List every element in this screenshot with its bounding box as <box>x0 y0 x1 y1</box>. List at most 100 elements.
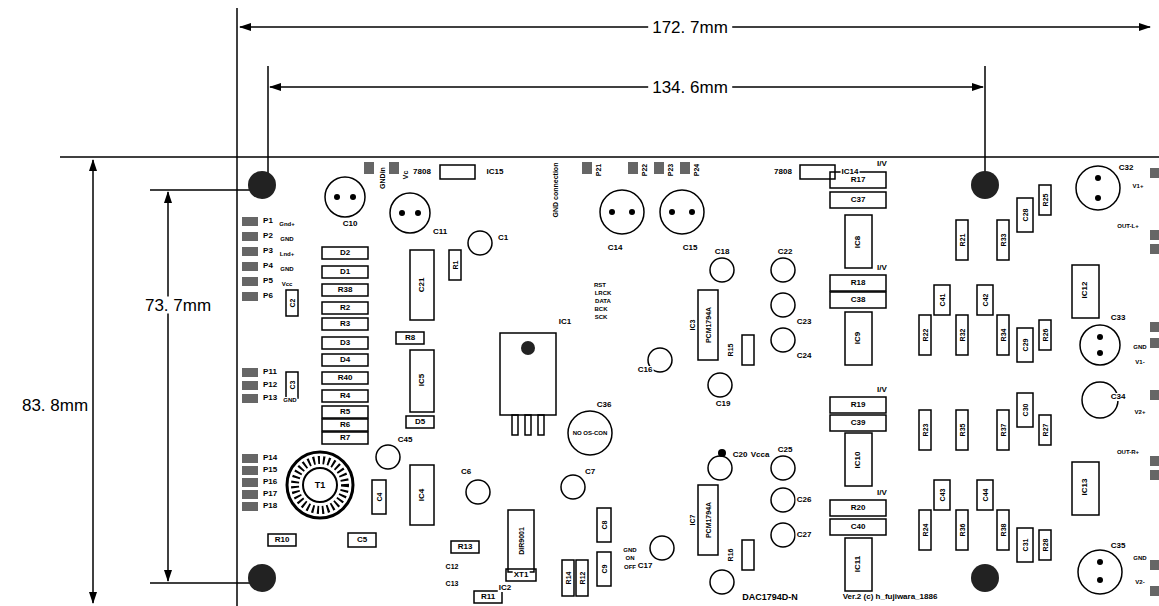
part-label: GND <box>282 397 297 403</box>
part-label: R36 <box>959 523 966 538</box>
part-label: C20 <box>732 451 749 459</box>
part-label: IC14 <box>841 168 860 176</box>
part-label: C26 <box>796 496 813 504</box>
part-label: GND connection <box>552 162 559 219</box>
part-label: OFF <box>623 564 637 570</box>
part-label: P22 <box>641 163 648 177</box>
part-label: R22 <box>922 328 929 343</box>
part-label: C16 <box>637 366 654 374</box>
board-edge <box>237 157 1159 606</box>
part-label: P4 <box>262 262 274 270</box>
part-label: C4 <box>376 492 383 503</box>
part-label: R14 <box>565 571 572 586</box>
part-label: C41 <box>939 293 946 308</box>
connector-pad <box>242 162 1159 596</box>
part-label: D1 <box>339 268 351 276</box>
dimension-label: 134. 6mm <box>648 79 732 96</box>
part-label: XT1 <box>513 571 530 579</box>
part-label: C28 <box>1022 208 1029 223</box>
part-label: C34 <box>1110 393 1127 401</box>
part-label: IC9 <box>854 331 862 345</box>
part-label: R25 <box>1042 193 1049 208</box>
part-label: C40 <box>850 523 867 531</box>
part-label: GND <box>1132 344 1147 350</box>
part-label: P17 <box>262 490 278 498</box>
part-label: R12 <box>579 571 586 586</box>
dimension-lines <box>60 8 1150 603</box>
part-label: IC13 <box>1081 478 1089 497</box>
part-label: Vcca <box>750 451 771 459</box>
part-label: P2 <box>262 232 274 240</box>
part-label: R16 <box>727 548 734 563</box>
part-label: R1 <box>452 260 459 271</box>
part-label: 7808 <box>412 168 432 176</box>
part-label: P12 <box>262 381 278 389</box>
part-label: R5 <box>339 408 351 416</box>
part-label: R35 <box>959 423 966 438</box>
part-label: R19 <box>850 401 867 409</box>
part-label: C10 <box>342 220 359 228</box>
part-label: DAC1794D-N <box>741 593 799 602</box>
part-label: R26 <box>1042 328 1049 343</box>
part-label: C43 <box>939 488 946 503</box>
part-label: C19 <box>715 400 732 408</box>
part-label: V2+ <box>1134 409 1147 415</box>
part-label: P14 <box>262 454 278 462</box>
part-label: IC15 <box>486 168 505 176</box>
part-label: NO OS-CON <box>572 430 609 436</box>
part-label: Vc <box>402 170 409 181</box>
part-label: C2 <box>289 298 296 309</box>
part-label: IC12 <box>1081 281 1089 300</box>
part-label: LRCK <box>594 290 613 296</box>
dimension-label: 73. 7mm <box>141 297 215 314</box>
part-label: R37 <box>1000 423 1007 438</box>
part-label: IC5 <box>418 373 426 387</box>
part-label: V2- <box>1134 579 1145 585</box>
part-label: C3 <box>289 380 296 391</box>
part-label: C29 <box>1022 338 1029 353</box>
capacitor-symbol <box>325 166 1122 594</box>
part-label: C18 <box>714 248 731 256</box>
part-label: I/V <box>876 386 888 394</box>
part-label: I/V <box>876 264 888 272</box>
part-label: R18 <box>850 279 867 287</box>
part-label: R2 <box>339 304 351 312</box>
part-label: P11 <box>262 368 278 376</box>
part-label: P1 <box>262 217 274 225</box>
part-label: P23 <box>667 163 674 177</box>
dimension-label: 83. 8mm <box>18 397 92 414</box>
part-label: C39 <box>850 419 867 427</box>
part-label: C31 <box>1022 538 1029 553</box>
part-label: IC11 <box>854 555 862 573</box>
part-label: D3 <box>339 339 351 347</box>
part-label: P15 <box>262 466 278 474</box>
part-label: R20 <box>850 504 867 512</box>
part-label: GND <box>279 266 294 272</box>
part-label: Gnd+ <box>278 221 296 227</box>
part-label: IC1 <box>558 318 572 326</box>
part-label: C7 <box>584 468 596 476</box>
part-label: C32 <box>1118 164 1135 172</box>
part-label: T1 <box>314 481 327 490</box>
part-label: C17 <box>637 562 654 570</box>
part-label: C11 <box>432 228 448 236</box>
part-label: C8 <box>601 520 608 531</box>
part-label: R32 <box>959 328 966 343</box>
part-label: C12 <box>445 563 460 570</box>
part-label: R38 <box>1000 523 1007 538</box>
part-label: IC10 <box>854 451 862 470</box>
resistor-symbol <box>268 172 1051 603</box>
part-label: P6 <box>262 292 274 300</box>
part-label: PCM1794A <box>705 501 712 539</box>
part-label: R27 <box>1042 423 1049 438</box>
part-label: C23 <box>796 318 813 326</box>
part-label: Ver.2 (c) h_fujiwara_1886 <box>842 593 939 601</box>
part-label: R34 <box>1000 328 1007 343</box>
part-label: RST <box>593 282 607 288</box>
part-label: IC7 <box>689 514 696 527</box>
ic-outline <box>410 165 1099 591</box>
part-label: R6 <box>339 421 351 429</box>
part-label: C36 <box>596 401 613 409</box>
part-label: R4 <box>339 392 351 400</box>
part-label: PCM1794A <box>705 306 712 344</box>
